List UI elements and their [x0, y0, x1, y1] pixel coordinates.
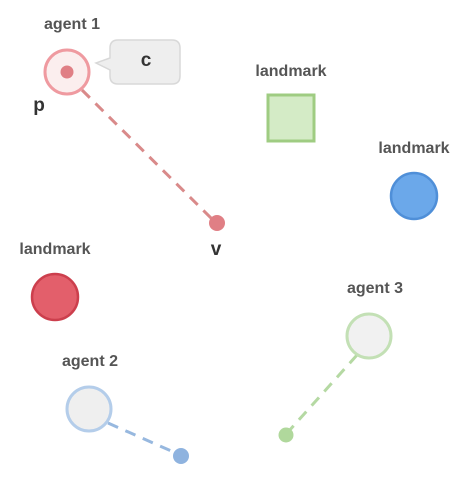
- velocity-label: v: [211, 239, 222, 260]
- agent-3-velocity-line: [286, 353, 359, 434]
- agent-2-velocity-line: [107, 421, 179, 456]
- communication-label: c: [141, 50, 152, 71]
- landmark-red-circle: [30, 272, 80, 322]
- position-label: p: [33, 95, 45, 116]
- landmark-green-square: [266, 93, 316, 143]
- landmark-green-label: landmark: [255, 63, 326, 80]
- communication-bubble: [94, 39, 181, 85]
- agent-3-velocity-dot: [278, 427, 294, 443]
- agent-1-velocity-line: [80, 88, 217, 224]
- landmark-red-label: landmark: [19, 241, 90, 258]
- agent-1-velocity-dot: [209, 215, 225, 231]
- agent-2-circle: [65, 385, 113, 433]
- agent-3-label: agent 3: [347, 280, 403, 297]
- agent-2-label: agent 2: [62, 353, 118, 370]
- agent-2-velocity-dot: [173, 448, 189, 464]
- agent-1-position-dot: [60, 65, 74, 79]
- landmark-blue-circle: [389, 171, 439, 221]
- agent-1-label: agent 1: [44, 16, 100, 33]
- agent-3-circle: [345, 312, 393, 360]
- landmark-blue-label: landmark: [378, 140, 449, 157]
